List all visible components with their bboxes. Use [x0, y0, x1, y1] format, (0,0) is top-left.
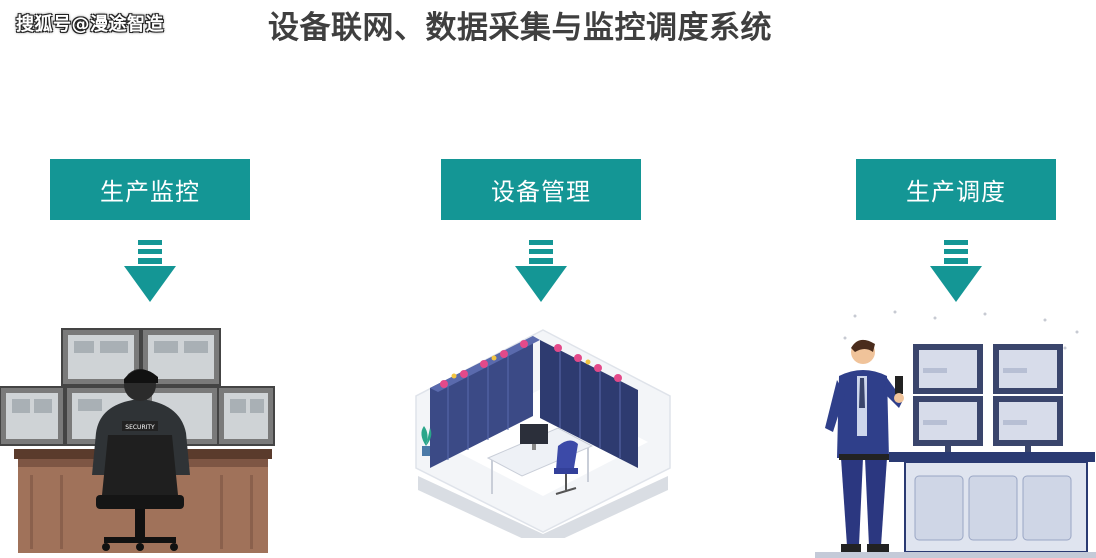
dispatch-illustration [815, 310, 1096, 558]
box-production-monitoring: 生产监控 [50, 159, 250, 220]
box-production-dispatch: 生产调度 [856, 159, 1056, 220]
box-equipment-management: 设备管理 [441, 159, 641, 220]
page-title: 设备联网、数据采集与监控调度系统 [268, 10, 772, 46]
down-arrow-icon [930, 240, 982, 302]
down-arrow-icon [124, 240, 176, 302]
security-badge: SECURITY [125, 424, 155, 431]
watermark: 搜狐号@漫途智造 [16, 14, 164, 35]
security-monitoring-illustration: SECURITY [0, 328, 275, 553]
down-arrow-icon [515, 240, 567, 302]
server-room-illustration [415, 329, 671, 538]
